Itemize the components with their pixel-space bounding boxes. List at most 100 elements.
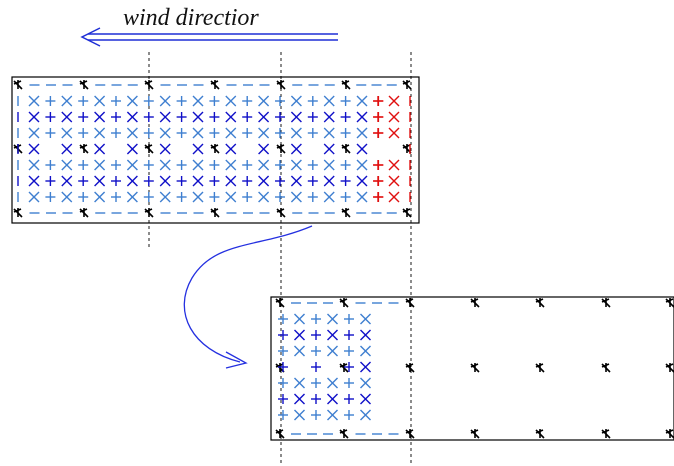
cross-mark — [323, 127, 335, 139]
cross-mark — [94, 127, 106, 139]
plus-mark — [307, 96, 318, 106]
grid-node-star — [144, 80, 154, 90]
wind-direction-label: wind directior — [123, 5, 259, 31]
plus-mark — [278, 378, 288, 388]
cross-mark — [225, 111, 237, 123]
wind-direction-arrow — [80, 27, 338, 47]
cross-mark — [225, 143, 237, 155]
cross-mark — [159, 95, 171, 107]
grid-node-star — [535, 298, 545, 308]
plus-mark — [275, 128, 285, 138]
full-domain-frame — [11, 76, 420, 224]
plus-mark — [143, 176, 154, 186]
cross-mark — [159, 175, 171, 187]
cross-mark — [356, 175, 368, 187]
grid-node-star — [665, 363, 674, 373]
cross-mark — [159, 159, 171, 171]
plus-mark — [209, 128, 220, 138]
plus-mark — [78, 160, 89, 170]
cross-mark — [360, 409, 371, 421]
plus-mark — [242, 112, 253, 122]
cross-mark — [258, 159, 270, 171]
cross-mark — [258, 175, 270, 187]
plus-mark — [143, 96, 154, 106]
cross-mark — [258, 191, 270, 203]
plus-mark — [307, 160, 318, 170]
plus-mark — [340, 128, 351, 138]
cross-mark — [28, 111, 40, 123]
cross-mark — [356, 95, 368, 107]
plus-mark — [340, 112, 351, 122]
grid-node-star — [276, 208, 286, 218]
cross-mark — [294, 345, 305, 357]
grid-node-star — [402, 208, 412, 218]
grid-node-star — [275, 298, 285, 308]
cross-mark — [28, 159, 40, 171]
cross-mark — [290, 175, 302, 187]
cross-mark — [294, 393, 305, 405]
plus-mark — [143, 192, 154, 202]
cross-mark — [61, 159, 73, 171]
cross-mark — [61, 127, 73, 139]
cross-mark — [126, 175, 138, 187]
plus-mark — [275, 192, 285, 202]
plus-mark — [340, 176, 351, 186]
plus-mark — [278, 314, 288, 324]
cross-mark — [327, 329, 338, 341]
grid-node-star — [665, 298, 674, 308]
plus-mark — [311, 314, 321, 324]
plus-mark — [45, 96, 56, 106]
cross-mark — [28, 191, 40, 203]
cross-mark — [159, 143, 171, 155]
grid-node-star — [276, 144, 286, 154]
plus-mark — [111, 96, 121, 106]
cross-mark — [126, 159, 138, 171]
grid-node-star — [210, 208, 220, 218]
cross-mark — [258, 143, 270, 155]
cross-mark — [290, 143, 302, 155]
grid-node-star — [339, 298, 349, 308]
cross-mark — [126, 111, 138, 123]
plus-mark — [275, 112, 285, 122]
cross-mark — [225, 95, 237, 107]
cross-mark — [356, 111, 368, 123]
cross-mark — [388, 159, 400, 171]
cross-mark — [356, 127, 368, 139]
transfer-curve-arrow — [183, 225, 313, 363]
cross-mark — [28, 95, 40, 107]
plus-mark — [111, 128, 121, 138]
grid-node-star — [144, 144, 154, 154]
plus-mark — [344, 394, 354, 404]
plus-mark — [311, 410, 321, 420]
plus-mark — [111, 160, 121, 170]
plus-mark — [209, 96, 220, 106]
plus-mark — [278, 362, 288, 372]
plus-mark — [45, 192, 56, 202]
cross-mark — [159, 127, 171, 139]
plus-mark — [311, 378, 321, 388]
plus-mark — [311, 330, 321, 340]
cross-mark — [192, 191, 204, 203]
plus-mark — [373, 128, 383, 138]
cross-mark — [356, 143, 368, 155]
subdomain-frame — [270, 296, 674, 441]
cross-mark — [225, 159, 237, 171]
cross-mark — [225, 191, 237, 203]
plus-mark — [242, 176, 253, 186]
plus-mark — [78, 112, 89, 122]
cross-mark — [388, 175, 400, 187]
plus-mark — [307, 128, 318, 138]
cross-mark — [192, 175, 204, 187]
cross-mark — [356, 191, 368, 203]
grid-node-star — [79, 80, 89, 90]
plus-mark — [340, 96, 351, 106]
plus-mark — [143, 112, 154, 122]
plus-mark — [311, 362, 321, 372]
grid-node-star — [405, 298, 415, 308]
plus-mark — [275, 176, 285, 186]
grid-node-star — [13, 208, 23, 218]
plus-mark — [344, 410, 354, 420]
cross-mark — [28, 143, 40, 155]
plus-mark — [209, 176, 220, 186]
plus-mark — [242, 160, 253, 170]
